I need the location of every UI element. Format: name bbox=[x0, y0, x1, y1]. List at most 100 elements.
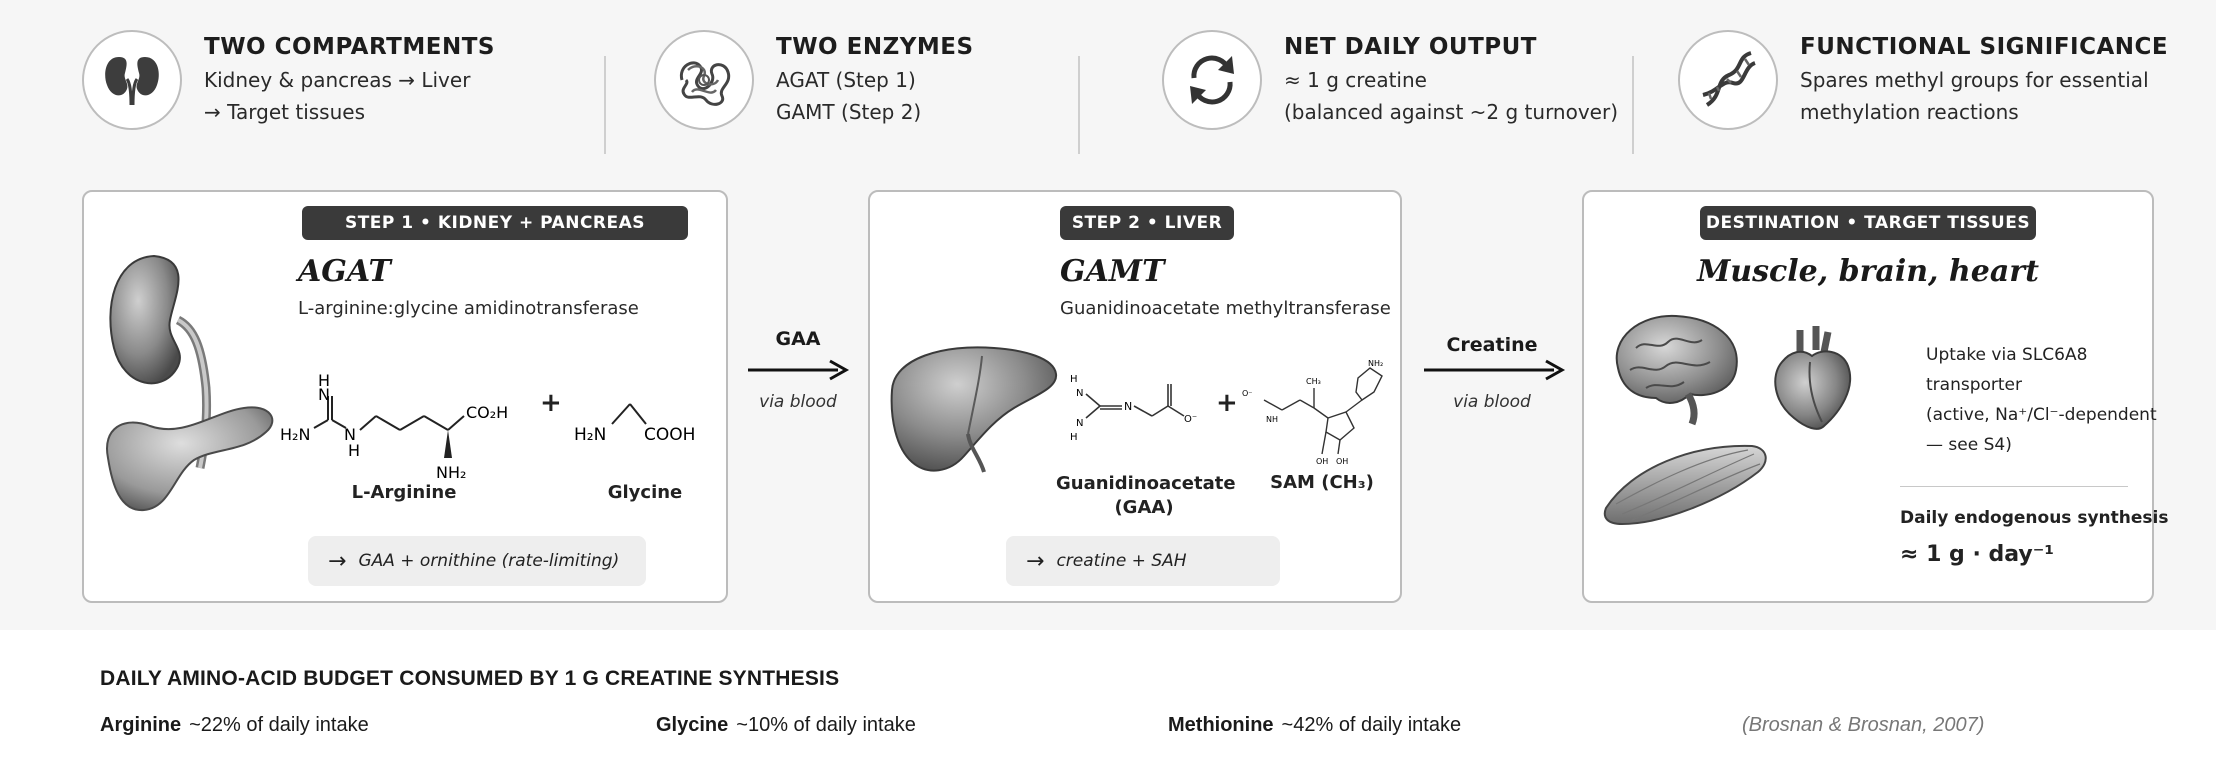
summary-output-text: NET DAILY OUTPUT ≈ 1 g creatine (balance… bbox=[1284, 34, 1804, 128]
budget-item-arginine: Arginine ~22% of daily intake bbox=[100, 714, 369, 737]
step1-plus-sign: + bbox=[540, 388, 562, 418]
summary-line: Kidney & pancreas → Liver bbox=[204, 68, 471, 92]
protein-icon bbox=[654, 30, 754, 130]
summary-line: ≈ 1 g creatine bbox=[1284, 68, 1427, 92]
kidney-pancreas-illustration bbox=[106, 254, 274, 512]
kidney-icon bbox=[82, 30, 182, 130]
step2-result-text: creatine + SAH bbox=[1056, 551, 1187, 571]
step2-enzyme-name: GAMT bbox=[1060, 254, 1165, 289]
substrate-label-glycine: Glycine bbox=[607, 482, 683, 503]
summary-line: Spares methyl groups for essential bbox=[1800, 68, 2149, 92]
liver-illustration bbox=[890, 346, 1058, 473]
connector1-label: GAA bbox=[775, 328, 821, 350]
chem-atom: NH₂ bbox=[436, 463, 466, 482]
step1-enzyme-full-name: L-arginine:glycine amidinotransferase bbox=[298, 298, 639, 319]
chem-atom: NH bbox=[1266, 415, 1278, 424]
summary-title: NET DAILY OUTPUT bbox=[1284, 34, 1537, 60]
heart-illustration bbox=[1774, 326, 1852, 430]
chem-atom: OH bbox=[1316, 457, 1328, 466]
sam-structure: O⁻ NH CH₃ NH₂ OH OH bbox=[1242, 359, 1383, 466]
chem-atom: H₂N bbox=[574, 425, 606, 445]
uptake-line: — see S4) bbox=[1926, 435, 2012, 455]
destination-panel: DESTINATION • TARGET TISSUES Muscle, bra… bbox=[1582, 190, 2168, 603]
brain-illustration bbox=[1615, 314, 1738, 426]
synthesis-value: ≈ 1 g · day⁻¹ bbox=[1900, 542, 2054, 567]
step1-result: → GAA + ornithine (rate-limiting) bbox=[308, 536, 646, 586]
budget-item-value: ~22% of daily intake bbox=[189, 714, 369, 736]
summary-line: → Target tissues bbox=[204, 100, 365, 124]
chem-atom: N bbox=[344, 425, 356, 444]
chem-atom: N bbox=[1124, 400, 1132, 413]
summary-significance-text: FUNCTIONAL SIGNIFICANCE Spares methyl gr… bbox=[1800, 34, 2216, 128]
uptake-line: (active, Na⁺/Cl⁻-dependent bbox=[1926, 405, 2157, 425]
connector2-arrow bbox=[1424, 359, 1566, 381]
summary-line: (balanced against ~2 g turnover) bbox=[1284, 100, 1619, 124]
chem-atom: O⁻ bbox=[1184, 414, 1197, 425]
substrate-label-gaa-line2: (GAA) bbox=[1114, 497, 1174, 518]
substrate-label-gaa-line1: Guanidinoacetate bbox=[1056, 473, 1236, 494]
uptake-line: transporter bbox=[1926, 375, 2022, 395]
summary-divider bbox=[1078, 56, 1080, 154]
synthesis-label: Daily endogenous synthesis bbox=[1900, 508, 2169, 528]
chem-atom: O⁻ bbox=[1242, 389, 1253, 398]
chem-atom: CO₂H bbox=[466, 403, 508, 422]
connector1-sub: via blood bbox=[759, 392, 837, 412]
step1-result-text: GAA + ornithine (rate-limiting) bbox=[358, 551, 620, 571]
budget-item-methionine: Methionine ~42% of daily intake bbox=[1168, 714, 1461, 737]
l-arginine-structure: H N H₂N N H CO₂H NH₂ bbox=[280, 371, 508, 482]
summary-divider bbox=[604, 56, 606, 154]
summary-enzymes-text: TWO ENZYMES AGAT (Step 1) GAMT (Step 2) bbox=[776, 34, 1296, 128]
arrow-right-icon: → bbox=[328, 548, 347, 574]
summary-strip: TWO COMPARTMENTS Kidney & pancreas → Liv… bbox=[0, 22, 2216, 154]
uptake-line: Uptake via SLC6A8 bbox=[1926, 345, 2088, 365]
summary-title: TWO ENZYMES bbox=[776, 34, 974, 60]
connector2-label: Creatine bbox=[1446, 334, 1538, 356]
step1-badge: STEP 1 • KIDNEY + PANCREAS bbox=[302, 206, 688, 240]
chem-atom: N bbox=[318, 385, 330, 404]
substrate-label-arginine: L-Arginine bbox=[351, 482, 457, 503]
budget-item-name: Methionine bbox=[1168, 714, 1274, 736]
summary-line: GAMT (Step 2) bbox=[776, 100, 922, 124]
step2-badge: STEP 2 • LIVER bbox=[1060, 206, 1234, 240]
substrate-label-gaa: Guanidinoacetate (GAA) bbox=[1056, 472, 1236, 520]
summary-line: methylation reactions bbox=[1800, 100, 2019, 124]
budget-item-name: Arginine bbox=[100, 714, 182, 736]
cycle-icon bbox=[1162, 30, 1262, 130]
budget-item-value: ~42% of daily intake bbox=[1281, 714, 1462, 736]
chem-atom: N bbox=[1076, 418, 1083, 429]
connector1-arrow bbox=[748, 359, 850, 381]
destination-badge: DESTINATION • TARGET TISSUES bbox=[1700, 206, 2036, 240]
summary-line: AGAT (Step 1) bbox=[776, 68, 916, 92]
chem-atom: H₂N bbox=[280, 425, 310, 444]
summary-title: FUNCTIONAL SIGNIFICANCE bbox=[1800, 34, 2169, 60]
connector2-sub: via blood bbox=[1453, 392, 1531, 412]
chem-atom: OH bbox=[1336, 457, 1348, 466]
step2-plus-sign: + bbox=[1216, 388, 1238, 418]
destination-title: Muscle, brain, heart bbox=[1697, 254, 2039, 289]
dna-icon bbox=[1678, 30, 1778, 130]
budget-item-glycine: Glycine ~10% of daily intake bbox=[656, 714, 916, 737]
muscle-illustration bbox=[1603, 444, 1767, 526]
destination-divider bbox=[1900, 486, 2128, 487]
guanidinoacetate-structure: H N N H N O⁻ bbox=[1070, 374, 1197, 443]
chem-atom: COOH bbox=[644, 425, 695, 445]
summary-compartments-text: TWO COMPARTMENTS Kidney & pancreas → Liv… bbox=[204, 34, 724, 128]
step1-panel: STEP 1 • KIDNEY + PANCREAS AGAT L-argini… bbox=[82, 190, 728, 603]
chem-atom: CH₃ bbox=[1306, 377, 1321, 386]
uptake-text: Uptake via SLC6A8 transporter (active, N… bbox=[1926, 340, 2157, 460]
chem-atom: H bbox=[1070, 432, 1078, 443]
glycine-structure: H₂N COOH bbox=[574, 403, 695, 445]
summary-divider bbox=[1632, 56, 1634, 154]
citation: (Brosnan & Brosnan, 2007) bbox=[1742, 714, 1985, 736]
chem-atom: NH₂ bbox=[1368, 359, 1383, 368]
chem-atom: H bbox=[318, 371, 330, 390]
budget-title: DAILY AMINO-ACID BUDGET CONSUMED BY 1 G … bbox=[100, 667, 840, 690]
chem-atom: N bbox=[1076, 388, 1083, 399]
budget-item-value: ~10% of daily intake bbox=[736, 714, 916, 736]
step1-enzyme-name: AGAT bbox=[298, 254, 391, 289]
step2-result: → creatine + SAH bbox=[1006, 536, 1280, 586]
budget-item-name: Glycine bbox=[656, 714, 729, 736]
step2-enzyme-full-name: Guanidinoacetate methyltransferase bbox=[1060, 298, 1391, 319]
summary-title: TWO COMPARTMENTS bbox=[204, 34, 495, 60]
chem-atom: H bbox=[348, 441, 360, 460]
